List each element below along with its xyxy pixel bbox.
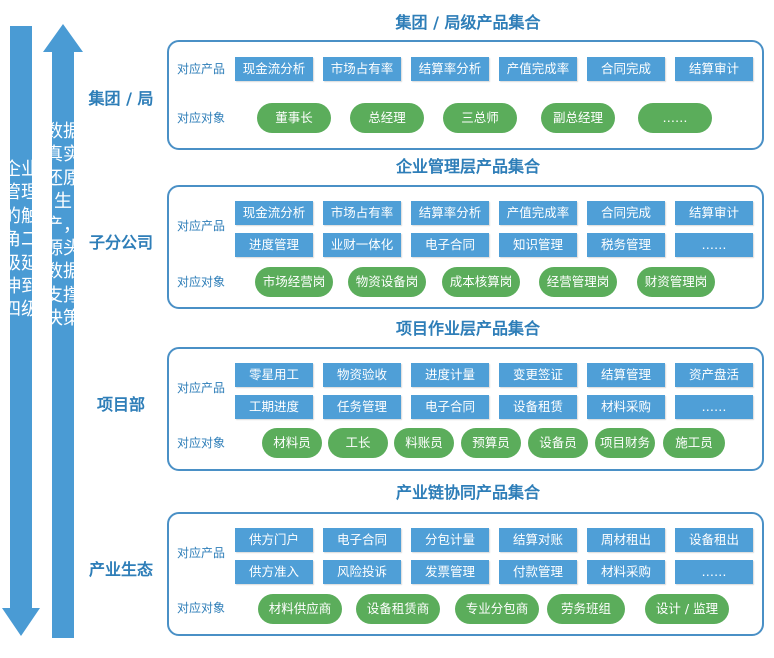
target-pill: 设备租赁商: [356, 594, 440, 624]
product-box: 付款管理: [499, 560, 577, 584]
product-box: 税务管理: [587, 233, 665, 257]
product-box: 结算审计: [675, 57, 753, 81]
target-pill: 料账员: [394, 428, 454, 458]
product-box: 变更签证: [499, 363, 577, 387]
product-box: 合同完成: [587, 57, 665, 81]
target-pill: 施工员: [663, 428, 725, 458]
targets-label: 对应对象: [177, 436, 226, 450]
product-box: 市场占有率: [323, 201, 401, 225]
product-box: 电子合同: [411, 395, 489, 419]
target-pill: 专业分包商: [455, 594, 539, 624]
products-label: 对应产品: [177, 546, 226, 560]
product-box: 供方准入: [235, 560, 313, 584]
product-box: 设备租出: [675, 528, 753, 552]
product-box: 进度管理: [235, 233, 313, 257]
section-title-enterprise: 企业管理层产品集合: [395, 157, 540, 176]
target-pill: 财资管理岗: [637, 267, 715, 297]
target-pill: 设备员: [528, 428, 588, 458]
target-pill: 材料员: [262, 428, 322, 458]
target-pill: 物资设备岗: [348, 267, 426, 297]
row-label-subsidiary: 子分公司: [88, 233, 153, 252]
targets-label: 对应对象: [177, 111, 226, 125]
product-box: 任务管理: [323, 395, 401, 419]
product-box: ……: [675, 560, 753, 584]
target-pill: 成本核算岗: [442, 267, 520, 297]
row-label-project: 项目部: [96, 395, 145, 414]
product-box: 风险投诉: [323, 560, 401, 584]
product-box: 现金流分析: [235, 57, 313, 81]
product-box: 结算对账: [499, 528, 577, 552]
products-label: 对应产品: [177, 219, 226, 233]
product-box: 电子合同: [323, 528, 401, 552]
product-box: 周材租出: [587, 528, 665, 552]
product-box: 市场占有率: [323, 57, 401, 81]
product-box: 结算管理: [587, 363, 665, 387]
product-box: 合同完成: [587, 201, 665, 225]
product-box: 分包计量: [411, 528, 489, 552]
product-box: 结算审计: [675, 201, 753, 225]
target-pill: 总经理: [350, 103, 424, 133]
product-box: 结算率分析: [411, 201, 489, 225]
product-box: 业财一体化: [323, 233, 401, 257]
up-arrow-text: 数据真实还原生产，源头数据支撑决策: [45, 121, 81, 330]
targets-label: 对应对象: [177, 601, 226, 615]
product-box: 资产盘活: [675, 363, 753, 387]
product-box: 进度计量: [411, 363, 489, 387]
panel-project: 对应产品 对应对象 零星用工 物资验收 进度计量 变更签证 结算管理 资产盘活 …: [167, 347, 764, 471]
product-box: ……: [675, 395, 753, 419]
product-box: 物资验收: [323, 363, 401, 387]
target-pill: 预算员: [461, 428, 521, 458]
target-pill: ……: [638, 103, 712, 133]
product-box: 现金流分析: [235, 201, 313, 225]
target-pill: 设计 / 监理: [645, 594, 729, 624]
product-box: 结算率分析: [411, 57, 489, 81]
product-box: ……: [675, 233, 753, 257]
product-box: 工期进度: [235, 395, 313, 419]
product-box: 材料采购: [587, 395, 665, 419]
row-label-ecosystem: 产业生态: [88, 560, 153, 579]
target-pill: 材料供应商: [258, 594, 342, 624]
section-title-group: 集团 / 局级产品集合: [395, 13, 541, 32]
target-pill: 经营管理岗: [539, 267, 617, 297]
down-arrow-text: 企业管理的触角二级延伸到四级: [3, 159, 39, 321]
down-arrow: [2, 26, 40, 636]
product-box: 发票管理: [411, 560, 489, 584]
target-pill: 市场经营岗: [255, 267, 333, 297]
target-pill: 三总师: [443, 103, 517, 133]
product-box: 零星用工: [235, 363, 313, 387]
panel-enterprise: 对应产品 对应对象 现金流分析 市场占有率 结算率分析 产值完成率 合同完成 结…: [167, 185, 764, 309]
target-pill: 劳务班组: [547, 594, 625, 624]
product-box: 产值完成率: [499, 57, 577, 81]
products-label: 对应产品: [177, 381, 226, 395]
product-box: 产值完成率: [499, 201, 577, 225]
panel-group: 对应产品 对应对象 现金流分析 市场占有率 结算率分析 产值完成率 合同完成 结…: [167, 40, 764, 150]
product-box: 知识管理: [499, 233, 577, 257]
panel-industry: 对应产品 对应对象 供方门户 电子合同 分包计量 结算对账 周材租出 设备租出 …: [167, 512, 764, 636]
row-label-group: 集团 / 局: [88, 89, 154, 108]
product-box: 设备租赁: [499, 395, 577, 419]
products-label: 对应产品: [177, 62, 226, 76]
target-pill: 副总经理: [541, 103, 615, 133]
targets-label: 对应对象: [177, 275, 226, 289]
up-arrow: [43, 24, 83, 638]
product-box: 材料采购: [587, 560, 665, 584]
product-box: 电子合同: [411, 233, 489, 257]
section-title-project: 项目作业层产品集合: [395, 319, 540, 338]
target-pill: 工长: [328, 428, 388, 458]
target-pill: 董事长: [257, 103, 331, 133]
target-pill: 项目财务: [595, 428, 655, 458]
section-title-industry: 产业链协同产品集合: [395, 483, 540, 502]
product-box: 供方门户: [235, 528, 313, 552]
